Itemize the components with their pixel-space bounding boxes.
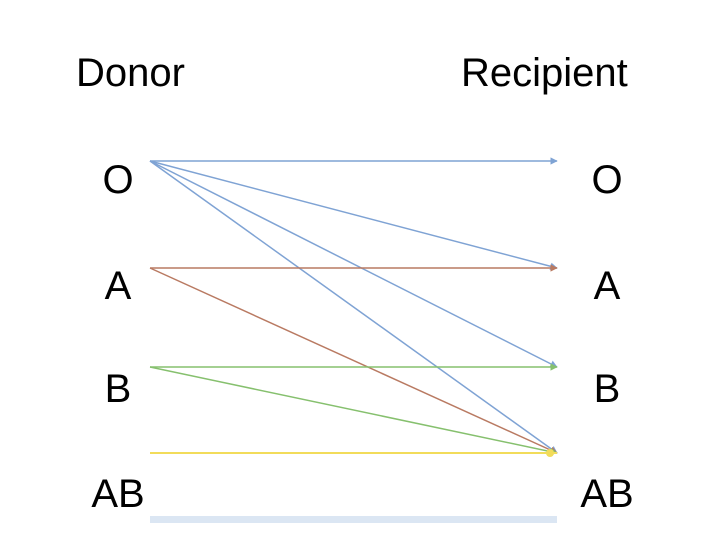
recipient-column-header: Recipient [461, 51, 628, 95]
donor-label-b: B [104, 367, 132, 411]
recipient-label-a: A [593, 264, 621, 308]
donor-label-a: A [104, 264, 132, 308]
arrow-a-to-ab [149, 267, 558, 454]
arrow-o-to-b [149, 160, 558, 368]
arrow-b-to-ab [149, 366, 558, 456]
donor-label-ab: AB [91, 472, 145, 516]
recipient-label-ab: AB [580, 472, 634, 516]
donor-column-header: Donor [76, 51, 185, 95]
arrow-o-to-a [149, 160, 558, 270]
recipient-label-b: B [593, 367, 621, 411]
ab-target-dot [546, 449, 554, 457]
arrow-o-to-ab [149, 160, 558, 454]
recipient-label-o: O [591, 158, 623, 202]
bottom-bar [150, 516, 557, 523]
donor-label-o: O [102, 158, 134, 202]
